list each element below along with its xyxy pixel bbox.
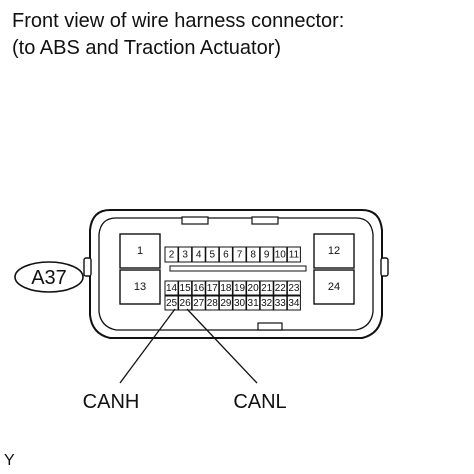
figure-title-line-2: (to ABS and Traction Actuator) bbox=[12, 37, 282, 59]
pin-11-label: 11 bbox=[289, 250, 300, 261]
pin-31-cavity bbox=[246, 295, 261, 311]
pin-29-label: 29 bbox=[220, 298, 232, 309]
pin-23-cavity bbox=[286, 280, 301, 296]
pin-30-cavity bbox=[232, 295, 247, 311]
pin-33-label: 33 bbox=[275, 298, 287, 309]
canh-label: CANH bbox=[83, 391, 140, 413]
pin-3-cavity bbox=[178, 246, 193, 263]
pin-3-label: 3 bbox=[182, 250, 188, 261]
pin-14-cavity bbox=[164, 280, 179, 296]
top-key-right bbox=[251, 216, 279, 225]
pin-16-cavity bbox=[191, 280, 206, 296]
pin-10-cavity bbox=[273, 246, 288, 263]
row-separator-bar bbox=[169, 265, 307, 272]
pin-11-cavity bbox=[286, 246, 301, 263]
pin-18-cavity bbox=[218, 280, 233, 296]
pin-4-label: 4 bbox=[196, 250, 202, 261]
connector-inner-outline bbox=[98, 217, 374, 331]
pin-9-cavity bbox=[259, 246, 274, 263]
pin-28-label: 28 bbox=[207, 298, 219, 309]
pin-12-cavity bbox=[313, 233, 355, 269]
figure-title-line-1: Front view of wire harness connector: bbox=[12, 10, 345, 32]
connector-id: A37 bbox=[31, 267, 67, 289]
pin-27-label: 27 bbox=[193, 298, 205, 309]
pin-21-label: 21 bbox=[261, 283, 273, 294]
pin-6-label: 6 bbox=[223, 250, 229, 261]
pin-15-label: 15 bbox=[180, 283, 192, 294]
pin-7-cavity bbox=[232, 246, 247, 263]
pin-8-label: 8 bbox=[250, 250, 256, 261]
pin-25-cavity bbox=[164, 295, 179, 311]
pin-2-label: 2 bbox=[169, 250, 175, 261]
connector-housing bbox=[89, 209, 383, 339]
pin-28-cavity bbox=[205, 295, 220, 311]
canl-label: CANL bbox=[233, 391, 286, 413]
canl-leader-line bbox=[186, 308, 258, 384]
figure-code: Y bbox=[4, 452, 15, 469]
pin-22-cavity bbox=[273, 280, 288, 296]
pin-15-cavity bbox=[178, 280, 193, 296]
pin-24-cavity bbox=[313, 269, 355, 305]
pin-1-label: 1 bbox=[137, 245, 143, 257]
pin-4-cavity bbox=[191, 246, 206, 263]
pin-6-cavity bbox=[218, 246, 233, 263]
top-key-left bbox=[181, 216, 209, 225]
pin-26-label: 26 bbox=[180, 298, 192, 309]
pin-32-cavity bbox=[259, 295, 274, 311]
pin-14-label: 14 bbox=[166, 283, 178, 294]
pin-20-cavity bbox=[246, 280, 261, 296]
pin-30-label: 30 bbox=[234, 298, 246, 309]
pin-7-label: 7 bbox=[237, 250, 243, 261]
pin-21-cavity bbox=[259, 280, 274, 296]
pin-26-cavity bbox=[178, 295, 193, 311]
pin-12-label: 12 bbox=[328, 245, 340, 257]
left-lock-tab bbox=[83, 257, 92, 277]
right-lock-tab bbox=[380, 257, 389, 277]
pin-17-cavity bbox=[205, 280, 220, 296]
pin-27-cavity bbox=[191, 295, 206, 311]
pin-16-label: 16 bbox=[193, 283, 205, 294]
pin-5-cavity bbox=[205, 246, 220, 263]
pin-20-label: 20 bbox=[248, 283, 260, 294]
pin-10-label: 10 bbox=[275, 250, 287, 261]
pin-25-label: 25 bbox=[166, 298, 178, 309]
pin-23-label: 23 bbox=[288, 283, 300, 294]
pin-9-label: 9 bbox=[264, 250, 270, 261]
pin-1-cavity bbox=[119, 233, 161, 269]
pin-18-label: 18 bbox=[220, 283, 232, 294]
pin-13-cavity bbox=[119, 269, 161, 305]
pin-17-label: 17 bbox=[207, 283, 219, 294]
pin-33-cavity bbox=[273, 295, 288, 311]
pin-22-label: 22 bbox=[275, 283, 287, 294]
pin-19-label: 19 bbox=[234, 283, 246, 294]
pin-34-label: 34 bbox=[288, 298, 300, 309]
pin-8-cavity bbox=[246, 246, 261, 263]
connector-id-ellipse bbox=[14, 261, 84, 293]
pin-34-cavity bbox=[286, 295, 301, 311]
pin-31-label: 31 bbox=[248, 298, 260, 309]
pin-13-label: 13 bbox=[134, 281, 146, 293]
pin-32-label: 32 bbox=[261, 298, 273, 309]
pin-24-label: 24 bbox=[328, 281, 340, 293]
pin-19-cavity bbox=[232, 280, 247, 296]
pin-2-cavity bbox=[164, 246, 179, 263]
canh-leader-line bbox=[119, 308, 176, 384]
bottom-key bbox=[257, 322, 283, 331]
pin-5-label: 5 bbox=[210, 250, 216, 261]
pin-29-cavity bbox=[218, 295, 233, 311]
